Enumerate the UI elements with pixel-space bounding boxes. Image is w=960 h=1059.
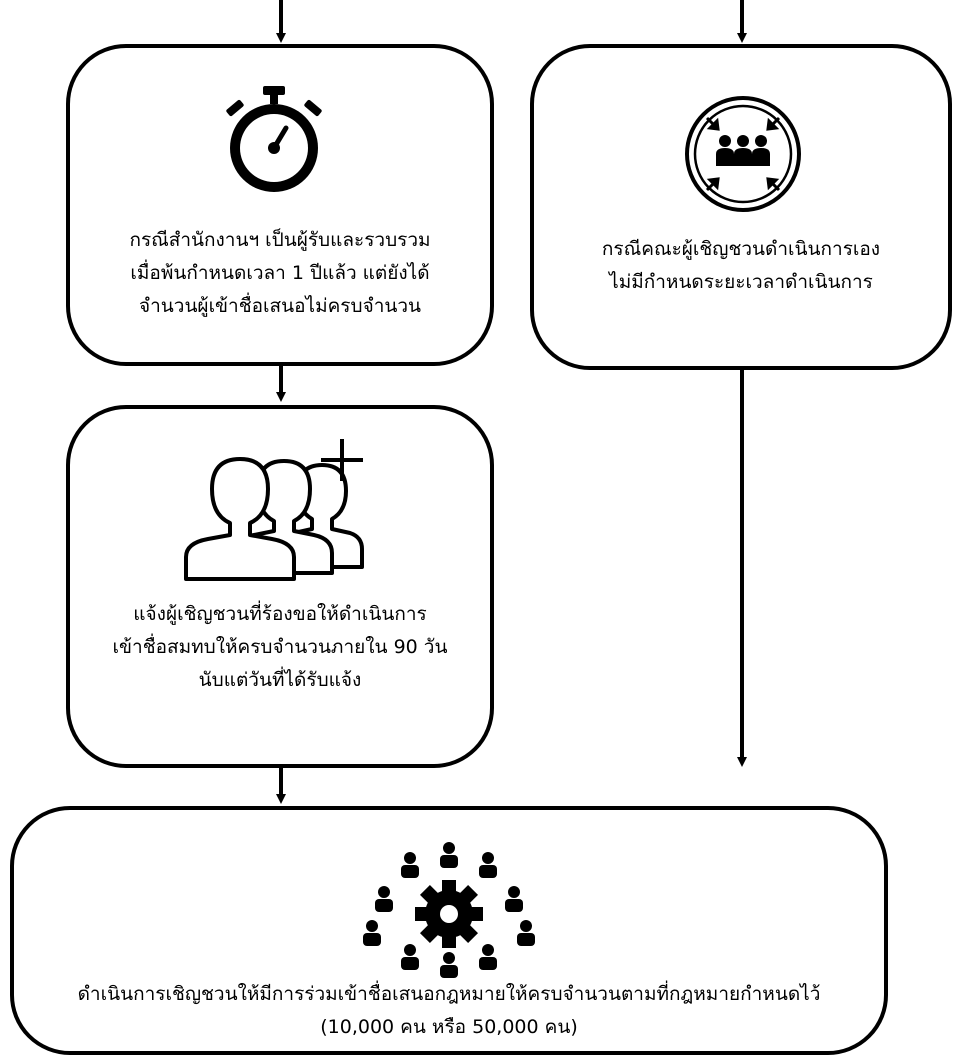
timer-case-box: กรณีสำนักงานฯ เป็นผู้รับและรวบรวม เมื่อพ… [66,44,494,366]
timer-case-text: กรณีสำนักงานฯ เป็นผู้รับและรวบรวม เมื่อพ… [70,224,490,323]
notify-line-3: นับแต่วันที่ได้รับแจ้ง [198,669,362,691]
add-group-icon [184,439,364,581]
notify-line-2: เข้าชื่อสมทบให้ครบจำนวนภายใน 90 วัน [112,636,448,658]
proceed-line-1: ดำเนินการเชิญชวนให้มีการร่วมเข้าชื่อเสนอ… [77,983,821,1005]
assembly-point-icon [685,96,801,212]
self-case-text: กรณีคณะผู้เชิญชวนดำเนินการเอง ไม่มีกำหนด… [534,233,948,299]
timer-case-line-2: เมื่อพ้นกำหนดเวลา 1 ปีแล้ว แต่ยังได้ [130,262,430,284]
timer-case-line-3: จำนวนผู้เข้าชื่อเสนอไม่ครบจำนวน [138,295,422,317]
stopwatch-icon [226,86,322,192]
self-case-line-2: ไม่มีกำหนดระยะเวลาดำเนินการ [609,271,873,293]
notify-line-1: แจ้งผู้เชิญชวนที่ร้องขอให้ดำเนินการ [133,603,427,625]
proceed-line-2: (10,000 คน หรือ 50,000 คน) [320,1016,578,1038]
team-gear-icon [363,842,535,978]
timer-case-line-1: กรณีสำนักงานฯ เป็นผู้รับและรวบรวม [129,229,431,251]
notify-text: แจ้งผู้เชิญชวนที่ร้องขอให้ดำเนินการ เข้า… [70,598,490,697]
proceed-text: ดำเนินการเชิญชวนให้มีการร่วมเข้าชื่อเสนอ… [14,978,884,1044]
self-case-box: กรณีคณะผู้เชิญชวนดำเนินการเอง ไม่มีกำหนด… [530,44,952,370]
notify-box: แจ้งผู้เชิญชวนที่ร้องขอให้ดำเนินการ เข้า… [66,405,494,768]
self-case-line-1: กรณีคณะผู้เชิญชวนดำเนินการเอง [601,238,881,260]
proceed-box: ดำเนินการเชิญชวนให้มีการร่วมเข้าชื่อเสนอ… [10,806,888,1055]
